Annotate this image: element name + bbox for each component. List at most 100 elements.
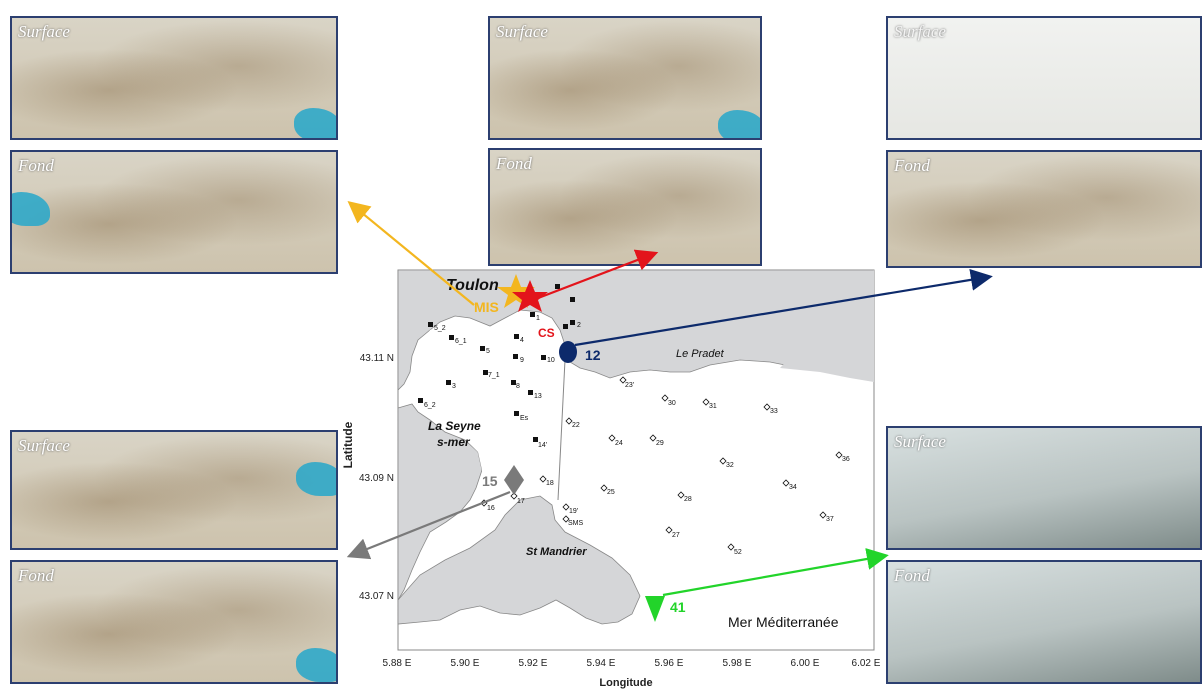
- highlight-stations: MIS CS 12 15 41: [474, 274, 686, 622]
- photo-top-mid-surface: Surface: [488, 16, 762, 140]
- station-square: [446, 380, 451, 385]
- x-tick: 5.92 E: [519, 658, 548, 669]
- station-open: 36: [835, 451, 850, 463]
- station-square: [428, 322, 433, 327]
- svg-text:33: 33: [770, 408, 778, 415]
- arrow-15: [346, 490, 511, 560]
- station-label: 13: [534, 393, 542, 400]
- y-tick: 43.11 N: [360, 353, 394, 364]
- station-open: SMS: [562, 515, 584, 527]
- y-axis-label: Latitude: [341, 421, 355, 468]
- station-open: 37: [819, 511, 834, 523]
- station-square: [514, 334, 519, 339]
- station-open: 34: [782, 479, 797, 491]
- y-tick: 43.07 N: [359, 591, 394, 602]
- svg-text:34: 34: [789, 484, 797, 491]
- station-square: [533, 437, 538, 442]
- station-open: 19': [562, 503, 578, 515]
- svg-text:52: 52: [734, 549, 742, 556]
- place-la-seyne-2: s-mer: [437, 435, 471, 449]
- star-cs-icon: [512, 280, 548, 312]
- photo-label: Fond: [18, 566, 54, 585]
- photo-bottom-left-fond: Fond: [10, 560, 338, 684]
- station-open: 33: [763, 403, 778, 415]
- photo-top-right-surface: Surface: [886, 16, 1202, 140]
- photo-label: Surface: [894, 432, 946, 451]
- place-names: Toulon Le Pradet La Seyne s-mer St Mandr…: [428, 277, 839, 630]
- label-15: 15: [482, 473, 498, 489]
- station-open: 27: [665, 526, 680, 539]
- photo-label: Surface: [496, 22, 548, 41]
- svg-text:23': 23': [625, 382, 634, 389]
- station-square: [570, 320, 575, 325]
- x-tick: 5.88 E: [383, 658, 412, 669]
- station-label: 14': [538, 442, 547, 449]
- station-square: [528, 390, 533, 395]
- svg-text:24: 24: [615, 440, 623, 447]
- station-open: 16: [480, 499, 495, 512]
- place-st-mandrier: St Mandrier: [526, 546, 587, 558]
- x-tick: 5.90 E: [451, 658, 480, 669]
- station-label: 10: [547, 357, 555, 364]
- place-le-pradet: Le Pradet: [676, 348, 725, 360]
- open-stations: 23' 30 31 33 22 24 29 32 36 18 25 28 34 …: [480, 376, 850, 556]
- x-axis: 5.88 E 5.90 E 5.92 E 5.94 E 5.96 E 5.98 …: [383, 658, 881, 689]
- station-open: 18: [539, 475, 554, 487]
- photo-label: Fond: [18, 156, 54, 175]
- place-la-seyne: La Seyne: [428, 419, 481, 433]
- station-label: 9: [520, 357, 524, 364]
- station-square: [511, 380, 516, 385]
- svg-text:30: 30: [668, 400, 676, 407]
- svg-text:27: 27: [672, 532, 680, 539]
- y-tick: 43.09 N: [359, 473, 394, 484]
- station-open: 24: [608, 434, 623, 447]
- station-label: 5: [486, 348, 490, 355]
- station-label: 6_1: [455, 338, 467, 345]
- station-label: 8: [516, 383, 520, 390]
- station-square: [570, 297, 575, 302]
- x-tick: 5.98 E: [723, 658, 752, 669]
- station-square: [480, 346, 485, 351]
- photo-label: Surface: [18, 22, 70, 41]
- photo-bottom-left-surface: Surface: [10, 430, 338, 550]
- land-east: [780, 270, 874, 382]
- station-open: 23': [619, 376, 634, 389]
- station-open: 52: [727, 543, 742, 556]
- station-open: 29: [649, 434, 664, 447]
- arrow-mis: [347, 201, 475, 306]
- photo-label: Fond: [894, 156, 930, 175]
- svg-text:29: 29: [656, 440, 664, 447]
- station-open: 25: [600, 484, 615, 496]
- svg-text:25: 25: [607, 489, 615, 496]
- photo-label: Surface: [18, 436, 70, 455]
- station-label: 4: [520, 337, 524, 344]
- station-label: 3: [452, 383, 456, 390]
- place-mer: Mer Méditerranée: [728, 614, 839, 630]
- station-open: 32: [719, 457, 734, 469]
- x-axis-label: Longitude: [599, 677, 652, 689]
- photo-top-left-surface: Surface: [10, 16, 338, 140]
- land-west: [397, 403, 483, 602]
- svg-text:18: 18: [546, 480, 554, 487]
- circle-12-icon: [559, 341, 577, 363]
- station-square: [483, 370, 488, 375]
- label-41: 41: [670, 599, 686, 615]
- station-square: [514, 411, 519, 416]
- svg-text:36: 36: [842, 456, 850, 463]
- square-stations: 5_2 6_1 5 4 9 10 3 7_1 8 13 6_2 Es 14' 1…: [418, 284, 581, 449]
- photo-top-right-fond: Fond: [886, 150, 1202, 268]
- station-square: [513, 354, 518, 359]
- station-open: 17: [510, 492, 525, 505]
- photo-top-mid-fond: Fond: [488, 148, 762, 266]
- y-axis: 43.11 N 43.09 N 43.07 N Latitude: [341, 353, 394, 602]
- station-label: 7_1: [488, 372, 500, 379]
- label-mis: MIS: [474, 299, 499, 315]
- label-cs: CS: [538, 326, 555, 340]
- svg-text:22: 22: [572, 422, 580, 429]
- photo-label: Fond: [496, 154, 532, 173]
- photo-top-left-fond: Fond: [10, 150, 338, 274]
- station-square: [555, 284, 560, 289]
- station-label: 2: [577, 322, 581, 329]
- x-tick: 6.00 E: [791, 658, 820, 669]
